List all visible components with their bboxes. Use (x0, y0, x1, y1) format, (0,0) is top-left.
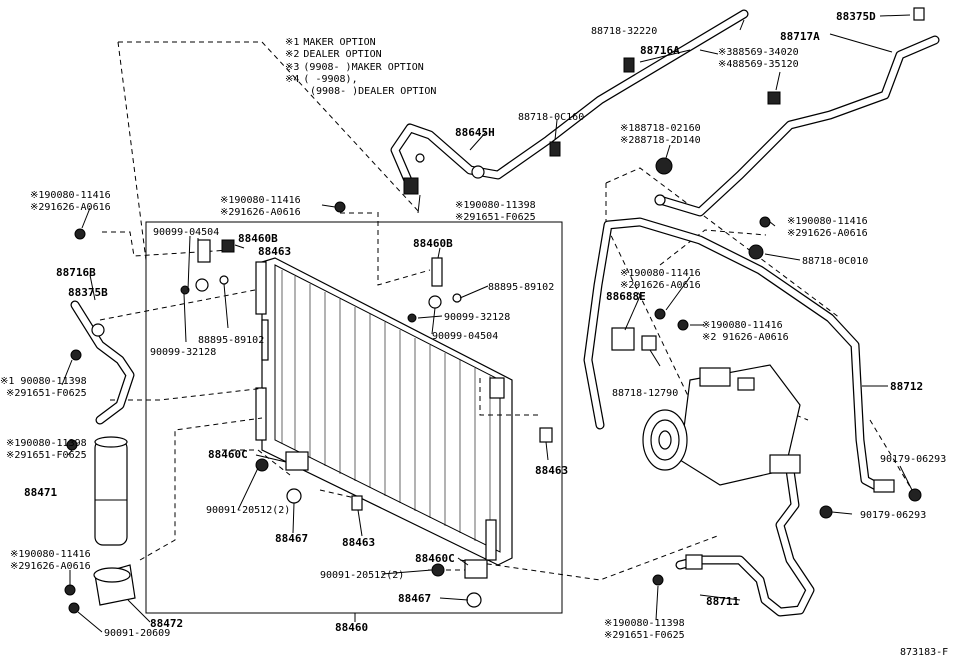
label-88711: 88711 (706, 595, 739, 608)
refrigerant-pipes (70, 9, 940, 617)
bracket-88472 (93, 564, 136, 606)
label-190080-i: ※190080-11416 (10, 549, 91, 560)
label-88688E: 88688E (606, 290, 646, 303)
label-190080-g: ※1 90080-11398 (0, 376, 87, 387)
figure-code: 873183-F (900, 647, 948, 658)
note-3: ※3(9908- )MAKER OPTION (285, 62, 424, 73)
label-88712: 88712 (890, 380, 923, 393)
label-88460C-a: 88460C (208, 448, 248, 461)
label-291626-i: ※291626-A0616 (10, 561, 91, 572)
label-88895-89102-a: 88895-89102 (488, 282, 554, 293)
label-90091-20512-a: 90091-20512(2) (206, 505, 290, 516)
label-90091-20512-b: 90091-20512(2) (320, 570, 404, 581)
label-88460B-b: 88460B (413, 237, 453, 250)
label-291626-b: ※291626-A0616 (220, 207, 301, 218)
label-90179-06293-b: 90179-06293 (860, 510, 926, 521)
label-88471: 88471 (24, 486, 57, 499)
label-288718: ※288718-2D140 (620, 135, 701, 146)
label-190080-e: ※190080-11416 (620, 268, 701, 279)
label-88460C-b: 88460C (415, 552, 455, 565)
label-291651-c: ※291651-F0625 (455, 212, 536, 223)
label-88375B: 88375B (68, 286, 108, 299)
label-88460B-a: 88460B (238, 232, 278, 245)
label-90099-32128-a: 90099-32128 (444, 312, 510, 323)
label-190080-d: ※190080-11416 (787, 216, 868, 227)
label-190080-j: ※190080-11398 (604, 618, 685, 629)
label-88717A: 88717A (780, 30, 820, 43)
label-90091-20609: 90091-20609 (104, 628, 170, 639)
note-5: (9908- )DEALER OPTION (310, 86, 436, 97)
label-88375D: 88375D (836, 10, 876, 23)
leader-lines (61, 14, 913, 633)
label-88463-b: 88463 (535, 464, 568, 477)
label-190080-f: ※190080-11416 (702, 320, 783, 331)
label-190080-c: ※190080-11398 (455, 200, 536, 211)
label-190080-h: ※190080-11398 (6, 438, 87, 449)
part-labels: 88718-32220 88716A 88717A 88375D ※388569… (0, 10, 948, 658)
label-291626-f: ※2 91626-A0616 (702, 332, 789, 343)
label-291626-a: ※291626-A0616 (30, 202, 111, 213)
label-88472: 88472 (150, 617, 183, 630)
label-90099-32128-b: 90099-32128 (150, 347, 216, 358)
label-291651-g: ※291651-F0625 (6, 388, 87, 399)
note-4: ※4( -9908), (285, 74, 358, 85)
label-90099-04504-a: 90099-04504 (153, 227, 219, 238)
condenser-core (255, 257, 513, 566)
label-88460: 88460 (335, 621, 368, 634)
label-90179-06293-a: 90179-06293 (880, 454, 946, 465)
label-88463-a: 88463 (258, 245, 291, 258)
label-88467-a: 88467 (275, 532, 308, 545)
label-88467-b: 88467 (398, 592, 431, 605)
compressor (642, 364, 801, 486)
label-88718-12790: 88718-12790 (612, 388, 678, 399)
label-88895-89102-b: 88895-89102 (198, 335, 264, 346)
label-88716A: 88716A (640, 44, 680, 57)
label-88645H: 88645H (455, 126, 495, 139)
receiver-tank (94, 436, 128, 546)
label-88718-0C160: 88718-0C160 (518, 112, 584, 123)
label-90099-04504-b: 90099-04504 (432, 331, 498, 342)
label-291626-e: ※291626-A0616 (620, 280, 701, 291)
label-88463-c: 88463 (342, 536, 375, 549)
label-188718: ※188718-02160 (620, 123, 701, 134)
label-488569: ※488569-35120 (718, 59, 799, 70)
condenser-assembly-box (145, 221, 563, 614)
label-190080-a: ※190080-11416 (30, 190, 111, 201)
label-88718-0C010: 88718-0C010 (802, 256, 868, 267)
label-88716B: 88716B (56, 266, 96, 279)
label-88718-32220: 88718-32220 (591, 26, 657, 37)
label-190080-b: ※190080-11416 (220, 195, 301, 206)
label-291626-d: ※291626-A0616 (787, 228, 868, 239)
label-291651-j: ※291651-F0625 (604, 630, 685, 641)
small-parts (64, 7, 925, 614)
label-291651-h: ※291651-F0625 (6, 450, 87, 461)
label-388569: ※388569-34020 (718, 47, 799, 58)
